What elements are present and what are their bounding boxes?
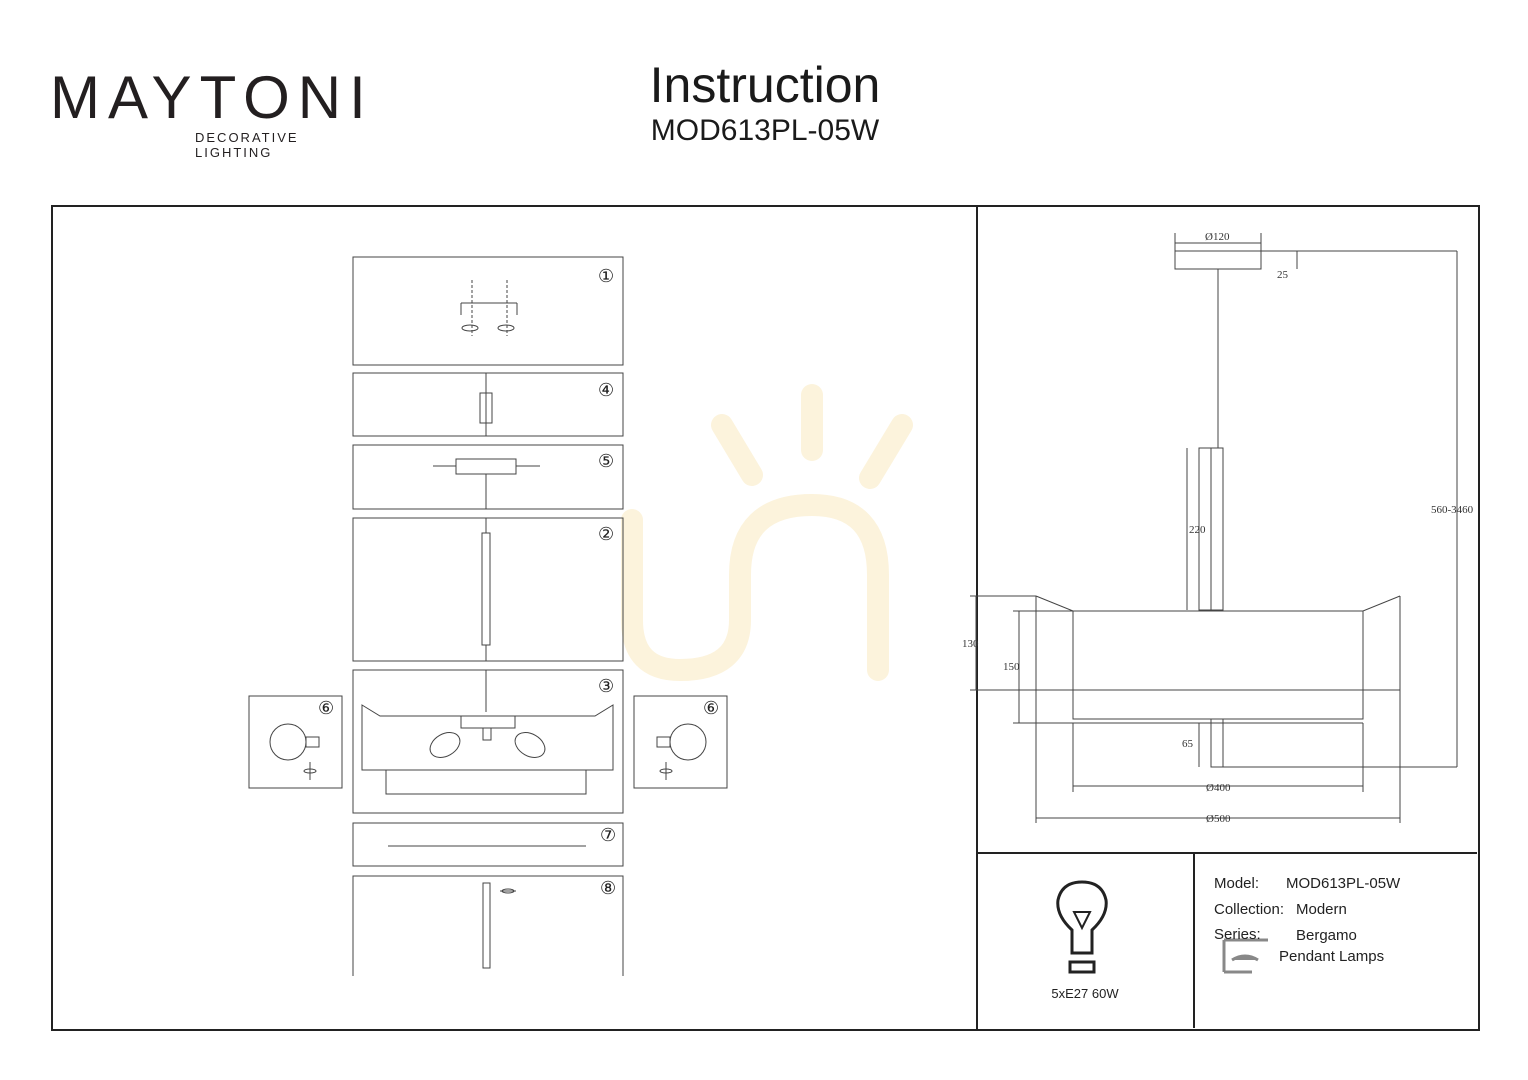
spec-power: 5xE27 60W: [1051, 986, 1119, 1001]
step-6-right-panel: [633, 695, 728, 789]
spec-collection-value: Modern: [1296, 901, 1347, 918]
dim-rod-length: 220: [1189, 524, 1206, 536]
dim-outer-diameter: Ø500: [1206, 813, 1231, 825]
step-4-panel: [352, 372, 624, 437]
dim-canopy-height: 25: [1277, 269, 1289, 281]
page-model: MOD613PL-05W: [650, 114, 880, 147]
spec-collection-label: Collection:: [1214, 901, 1285, 918]
dim-inner-diameter: Ø400: [1206, 782, 1231, 794]
step-6-left-panel: [248, 695, 343, 789]
dim-canopy-diameter: Ø120: [1205, 231, 1230, 243]
info-divider-top: [977, 852, 1477, 854]
spec-series-label: Series:: [1214, 926, 1261, 943]
info-divider-mid: [1193, 853, 1195, 1028]
spec-series-value: Bergamo: [1296, 927, 1357, 944]
dim-shade-height-inner: 150: [1003, 661, 1020, 673]
step-4-number: ④: [598, 380, 614, 400]
step-5-number: ⑤: [598, 451, 614, 471]
frame-divider: [976, 205, 978, 1029]
step-7-panel: [352, 822, 624, 867]
step-5-panel: [352, 444, 624, 510]
step-6-left-number: ⑥: [318, 698, 334, 718]
step-3-panel: [352, 669, 624, 814]
spec-model-label: Model:: [1214, 875, 1260, 892]
step-2-number: ②: [598, 524, 614, 544]
step-6-right-number: ⑥: [703, 698, 719, 718]
instruction-frame: [51, 205, 1480, 1031]
watermark-logo-icon: [621, 384, 913, 682]
technical-drawing: [970, 233, 1458, 823]
page-title: Instruction: [649, 57, 881, 113]
dim-bottom-offset: 65: [1182, 738, 1194, 750]
step-1-number: ①: [598, 266, 614, 286]
dim-total-height: 560-3460: [1431, 504, 1474, 516]
brand-tagline: DECORATIVE LIGHTING: [195, 130, 299, 160]
brand-name: MAYTONI: [50, 64, 374, 131]
brand-logo: MAYTONI DECORATIVE LIGHTING: [50, 60, 370, 161]
dim-shade-height-outer: 130: [962, 638, 979, 650]
spec-type-value: Pendant Lamps: [1279, 948, 1385, 965]
step-8-panel: [352, 875, 624, 976]
step-2-panel: [352, 517, 624, 662]
spec-model-value: MOD613PL-05W: [1286, 875, 1401, 892]
step-8-number: ⑧: [600, 878, 616, 898]
step-7-number: ⑦: [600, 825, 616, 845]
step-3-number: ③: [598, 676, 614, 696]
bulb-icon: [1056, 880, 1108, 974]
pendant-lamp-icon: [1222, 938, 1268, 974]
step-1-panel: [352, 256, 624, 366]
